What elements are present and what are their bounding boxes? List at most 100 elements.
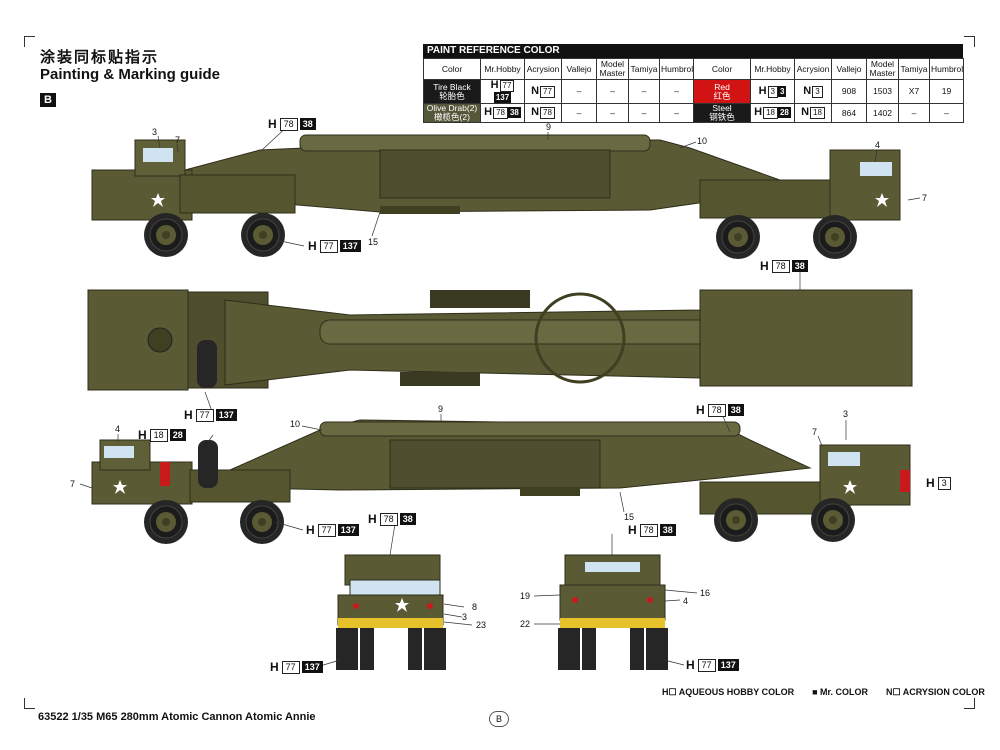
h-code: 77 [281, 660, 300, 674]
mr-color-code: 38 [791, 260, 808, 272]
top-view [87, 289, 913, 391]
paint-reference-table: PAINT REFERENCE COLOR Color Mr.Hobby Acr… [423, 44, 964, 123]
part-number: 9 [546, 122, 552, 132]
color-name-cn: 橄榄色(2) [434, 112, 470, 122]
side-view-right [91, 419, 911, 545]
part-number: 7 [175, 135, 181, 145]
footer-title: 63522 1/35 M65 280mm Atomic Cannon Atomi… [38, 711, 316, 723]
color-name-cn: 红色 [713, 90, 731, 101]
tamiya-cell: X7 [898, 79, 930, 104]
mr-color-code: 137 [493, 92, 512, 103]
h-letter: H [696, 403, 705, 417]
n-code: 77 [540, 85, 555, 98]
paint-table-title: PAINT REFERENCE COLOR [423, 44, 963, 58]
part-number: 23 [476, 620, 487, 630]
color-name: Olive Drab(2) [426, 103, 478, 113]
part-number: 15 [368, 237, 379, 247]
h-code: 78 [707, 403, 726, 417]
page-title: Painting & Marking guide [40, 66, 221, 83]
h-letter: H [270, 660, 279, 674]
mr-color-code: 38 [659, 524, 676, 536]
h-code: 78 [771, 259, 790, 273]
h-code: 78 [639, 523, 658, 537]
crop-mark-tl [24, 36, 35, 47]
model-master-cell: – [596, 103, 629, 123]
h-letter: H [306, 523, 315, 537]
part-number: 3 [843, 409, 849, 419]
mr-color-code: 28 [777, 107, 791, 118]
h-code: 18 [149, 428, 168, 442]
h-code: 77 [697, 658, 716, 672]
title-chinese: 涂装同标贴指示 [40, 48, 160, 66]
part-number: 3 [462, 612, 468, 622]
h-letter: H [686, 658, 695, 672]
part-number: 7 [922, 193, 928, 203]
h-code: 18 [763, 107, 778, 119]
crop-mark-tr [964, 36, 975, 47]
mr-color-code: 3 [777, 85, 787, 97]
legend-acrysion: N☐ ACRYSION COLOR [886, 687, 985, 697]
sheet-letter-badge: B [40, 93, 56, 107]
front-view-truck-1 [336, 554, 446, 670]
n-code: 18 [810, 107, 825, 119]
color-swatch-olive-drab: Olive Drab(2)橄榄色(2) [423, 103, 481, 123]
h-letter: H [268, 117, 277, 131]
part-number: 10 [290, 419, 301, 429]
h-code: 3 [767, 85, 778, 98]
front-view-truck-2 [558, 554, 668, 670]
part-number: 4 [683, 596, 689, 606]
humbrol-cell: – [929, 103, 964, 123]
legend-aqueous: H☐ AQUEOUS HOBBY COLOR [662, 687, 795, 697]
n-code: 3 [812, 85, 823, 98]
model-master-cell: 1503 [866, 79, 899, 104]
part-number: 4 [875, 140, 881, 150]
part-number: 3 [152, 127, 158, 137]
h-letter: H [628, 523, 637, 537]
page-number: B [489, 711, 509, 727]
part-number: 16 [700, 588, 711, 598]
n-code: 78 [540, 107, 555, 119]
h-code: 77 [319, 239, 338, 253]
part-number: 22 [520, 619, 531, 629]
h-code: 78 [279, 117, 298, 131]
h-letter: H [760, 259, 769, 273]
mr-color-code: 38 [507, 107, 521, 118]
crop-mark-bl [24, 698, 35, 709]
mr-color-code: 137 [339, 240, 361, 252]
mr-color-code: 137 [717, 659, 739, 671]
color-legend: H☐ AQUEOUS HOBBY COLOR ■ Mr. COLOR N☐ AC… [662, 687, 985, 698]
h-letter: H [184, 408, 193, 422]
humbrol-cell: 19 [929, 79, 964, 104]
h-letter: H [368, 512, 377, 526]
part-number: 7 [70, 479, 76, 489]
part-number: 9 [438, 404, 444, 414]
mr-color-code: 38 [399, 513, 416, 525]
color-name: Red [714, 81, 730, 92]
color-name: Steel [712, 103, 732, 113]
mr-color-code: 38 [299, 118, 316, 130]
color-name: Tire Black [433, 81, 471, 92]
side-view-left [91, 134, 901, 260]
h-letter: H [308, 239, 317, 253]
vallejo-cell: – [561, 79, 597, 104]
part-number: 7 [812, 427, 818, 437]
part-number: 19 [520, 591, 531, 601]
